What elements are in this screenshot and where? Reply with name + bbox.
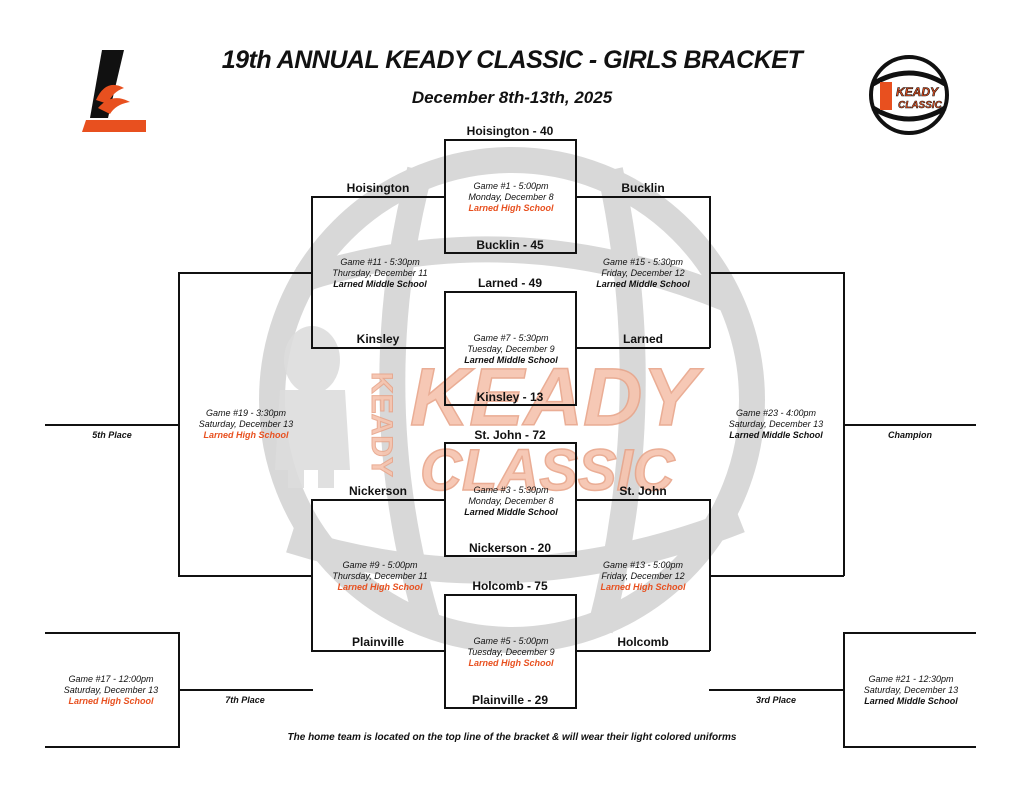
svg-text:CLASSIC: CLASSIC <box>898 100 943 111</box>
left-team-plainville: Plainville <box>351 635 405 649</box>
fifth-place-label: 5th Place <box>92 430 132 440</box>
seventh-place-label: 7th Place <box>225 695 265 705</box>
svg-text:KEADY: KEADY <box>365 372 398 477</box>
svg-text:KEADY: KEADY <box>896 85 939 99</box>
g5-bottom-team: Plainville - 29 <box>471 693 549 707</box>
left-team-nickerson: Nickerson <box>348 484 408 498</box>
g1-top-team: Hoisington - 40 <box>466 124 554 138</box>
larned-logo <box>82 50 146 132</box>
g1-bottom-team: Bucklin - 45 <box>476 238 544 252</box>
champion-label: Champion <box>888 430 932 440</box>
page-title: 19th ANNUAL KEADY CLASSIC - GIRLS BRACKE… <box>221 46 803 74</box>
page-subtitle: December 8th-13th, 2025 <box>411 88 613 107</box>
left-team-kinsley: Kinsley <box>356 332 400 346</box>
svg-text:KEADY: KEADY <box>410 352 703 443</box>
g7-top-team: Larned - 49 <box>477 276 543 290</box>
home-team-footnote: The home team is located on the top line… <box>287 732 737 743</box>
right-team-holcomb: Holcomb <box>617 635 669 649</box>
svg-text:CLASSIC: CLASSIC <box>420 438 676 503</box>
g3-top-team: St. John - 72 <box>474 428 546 442</box>
right-team-larned: Larned <box>622 332 663 346</box>
left-team-hoisington: Hoisington <box>346 181 410 195</box>
g5-top-team: Holcomb - 75 <box>472 579 548 593</box>
g3-bottom-team: Nickerson - 20 <box>468 541 552 555</box>
right-team-stjohn: St. John <box>619 484 667 498</box>
g7-bottom-team: Kinsley - 13 <box>476 390 544 404</box>
third-place-label: 3rd Place <box>755 695 797 705</box>
right-team-bucklin: Bucklin <box>621 181 665 195</box>
keady-classic-logo: KEADY CLASSIC <box>869 55 949 135</box>
